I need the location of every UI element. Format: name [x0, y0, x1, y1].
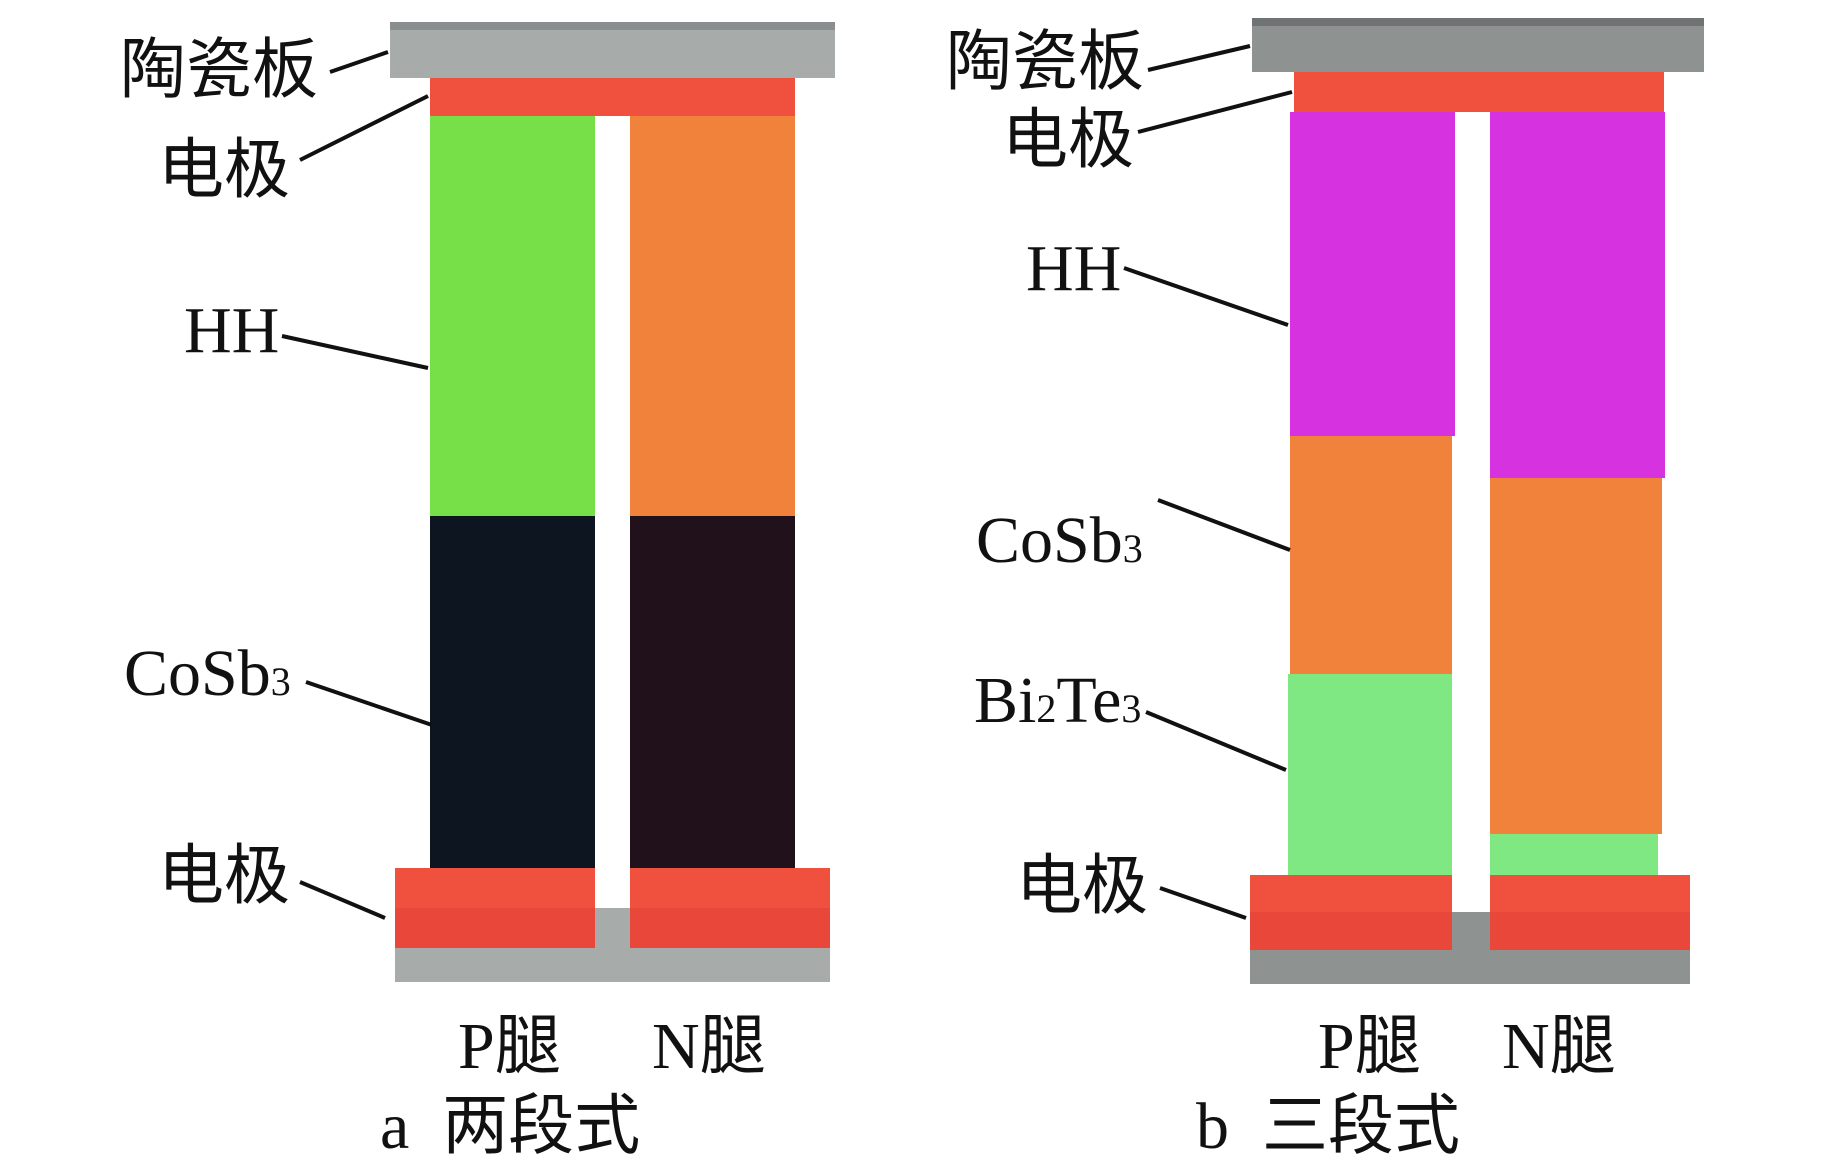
label-bi2te3-b-bi: Bi: [974, 664, 1036, 737]
p-leg-bi2te3-b: [1288, 674, 1452, 912]
label-bi2te3-b-sub3: 3: [1121, 686, 1141, 731]
label-hh-a: HH: [184, 294, 279, 367]
n-leg-hh-b: [1490, 112, 1665, 478]
panel-a: 陶瓷板 电极 HH CoSb3 电极 P腿 N腿 a 两段式: [120, 22, 835, 1159]
label-n-leg-b: N腿: [1502, 1010, 1616, 1083]
electrode-bottom-a-right-front: [630, 908, 830, 948]
n-leg-cosb3-b: [1490, 478, 1662, 834]
label-bi2te3-b: Bi2Te3: [974, 664, 1141, 737]
leader-electrode-top-a: [299, 94, 429, 162]
n-leg-hh-a: [630, 116, 795, 516]
leader-electrode-bottom-b: [1159, 886, 1247, 920]
label-p-leg-b: P腿: [1318, 1010, 1421, 1083]
ceramic-plate-bottom-a: [395, 948, 830, 982]
label-cosb3-a: CoSb3: [124, 637, 291, 710]
label-electrode-bottom-a: 电极: [158, 840, 290, 913]
label-electrode-top-a: 电极: [158, 134, 290, 207]
ceramic-plate-top-b: [1252, 18, 1704, 72]
label-cosb3-b: CoSb3: [976, 504, 1143, 577]
label-ceramic-b: 陶瓷板: [946, 26, 1144, 99]
label-bi2te3-b-sub2: 2: [1036, 686, 1056, 731]
label-cosb3-b-sub: 3: [1123, 526, 1143, 571]
electrode-bottom-b-right-front: [1490, 912, 1690, 950]
ceramic-plate-top-a: [390, 22, 835, 78]
p-leg-cosb3-a: [430, 516, 595, 908]
ceramic-plate-bottom-b: [1250, 950, 1690, 984]
leader-hh-a: [281, 334, 429, 370]
leader-hh-b: [1123, 266, 1289, 327]
caption-a: a 两段式: [380, 1090, 640, 1159]
ceramic-plate-top-b-shade: [1252, 18, 1704, 26]
p-leg-hh-a: [430, 116, 595, 516]
label-hh-b: HH: [1026, 232, 1121, 305]
leader-cosb3-a: [305, 680, 433, 727]
electrode-bottom-b-left-front: [1250, 912, 1452, 950]
ceramic-gap-b: [1452, 912, 1490, 950]
electrode-bottom-a-left-front: [395, 908, 595, 948]
caption-b: b 三段式: [1196, 1090, 1460, 1159]
label-cosb3-a-sub: 3: [271, 659, 291, 704]
label-ceramic-a: 陶瓷板: [120, 34, 318, 107]
label-cosb3-b-base: CoSb: [976, 504, 1123, 577]
label-p-leg-a: P腿: [458, 1010, 561, 1083]
leader-electrode-bottom-a: [299, 880, 386, 920]
electrode-top-a: [430, 78, 795, 116]
label-cosb3-a-base: CoSb: [124, 637, 271, 710]
leader-bi2te3-b: [1145, 710, 1287, 772]
leader-ceramic-a: [329, 50, 389, 74]
electrode-top-b: [1294, 72, 1664, 112]
n-leg-cosb3-a: [630, 516, 795, 908]
panel-b: 陶瓷板 电极 HH CoSb3 Bi2Te3 电极 P腿 N腿 b 三段式: [946, 18, 1704, 1159]
label-electrode-bottom-b: 电极: [1016, 850, 1148, 923]
leader-electrode-top-b: [1137, 90, 1293, 134]
label-electrode-top-b: 电极: [1002, 104, 1134, 177]
p-leg-cosb3-b: [1290, 436, 1452, 674]
label-n-leg-a: N腿: [652, 1010, 766, 1083]
label-bi2te3-b-te: Te: [1056, 664, 1121, 737]
ceramic-gap-a: [595, 908, 630, 948]
leader-cosb3-b: [1157, 498, 1291, 552]
leader-ceramic-b: [1147, 44, 1251, 72]
p-leg-hh-b: [1290, 112, 1455, 436]
ceramic-plate-top-a-shade: [390, 22, 835, 30]
